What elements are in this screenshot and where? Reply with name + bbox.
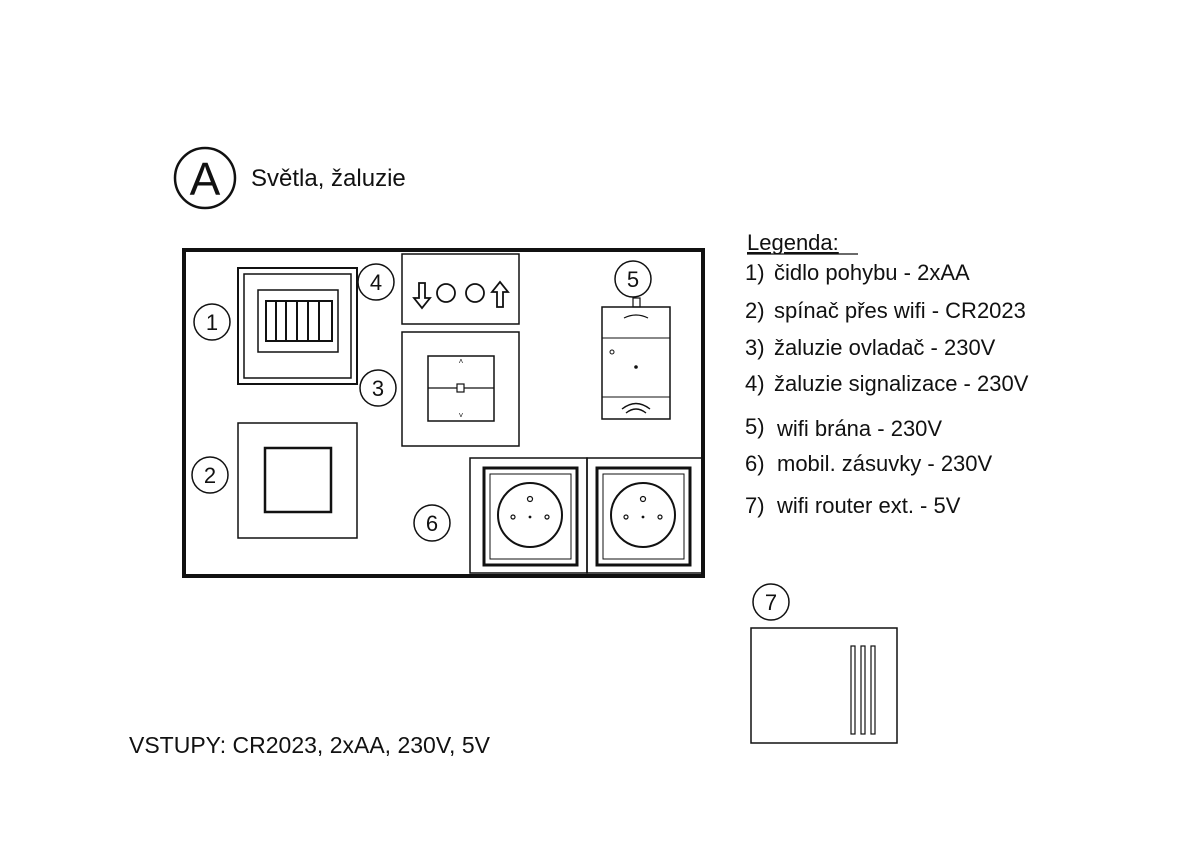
svg-text:˄: ˄	[459, 357, 464, 366]
blinds-signal-panel	[401, 253, 520, 325]
inputs-summary: VSTUPY: CR2023, 2xAA, 230V, 5V	[129, 732, 491, 758]
legend-item: 7) wifi router ext. - 5V	[745, 493, 961, 518]
svg-text:spínač přes wifi - CR2023: spínač přes wifi - CR2023	[774, 298, 1026, 323]
router-icon	[850, 645, 876, 735]
callout-5: 5	[614, 260, 652, 298]
svg-text:1): 1)	[745, 260, 765, 285]
legend-item: 3) žaluzie ovladač - 230V	[745, 335, 996, 360]
section-title: Světla, žaluzie	[251, 165, 406, 192]
panel-frame	[182, 248, 705, 578]
legend-item: 5) wifi brána - 230V	[745, 414, 942, 441]
blinds-controller: ˄ ˅	[401, 331, 520, 447]
callout-1: 1	[193, 303, 231, 341]
section-badge-letter: A	[190, 153, 221, 205]
circle-icon	[465, 283, 485, 303]
legend-item: 4) žaluzie signalizace - 230V	[745, 371, 1029, 396]
socket-left	[469, 457, 588, 574]
svg-text:5): 5)	[745, 414, 765, 439]
down-arrow-icon	[412, 282, 432, 310]
svg-text:mobil. zásuvky - 230V: mobil. zásuvky - 230V	[777, 451, 993, 476]
section-badge-circle	[173, 146, 237, 210]
svg-text:žaluzie signalizace - 230V: žaluzie signalizace - 230V	[774, 371, 1029, 396]
svg-text:4: 4	[370, 270, 382, 295]
legend-item: 1) čidlo pohybu - 2xAA	[745, 260, 970, 285]
wifi-icon	[621, 402, 651, 414]
callout-4: 4	[357, 263, 395, 301]
callout-7: 7	[752, 583, 790, 621]
svg-text:čidlo pohybu - 2xAA: čidlo pohybu - 2xAA	[774, 260, 970, 285]
svg-text:7: 7	[765, 590, 777, 615]
legend-item: 6) mobil. zásuvky - 230V	[745, 451, 993, 476]
motion-sensor	[237, 267, 358, 385]
svg-text:5: 5	[627, 267, 639, 292]
svg-text:2): 2)	[745, 298, 765, 323]
callout-2: 2	[191, 456, 229, 494]
svg-text:6: 6	[426, 511, 438, 536]
callout-3: 3	[359, 369, 397, 407]
wifi-router	[750, 627, 898, 744]
svg-text:6): 6)	[745, 451, 765, 476]
svg-text:7): 7)	[745, 493, 765, 518]
wifi-gateway	[601, 297, 671, 420]
legend: Legenda: 1) čidlo pohybu - 2xAA 2) spína…	[745, 230, 1029, 518]
circle-icon	[436, 283, 456, 303]
section-header: A Světla, žaluzie	[173, 146, 406, 210]
svg-text:3): 3)	[745, 335, 765, 360]
legend-item: 2) spínač přes wifi - CR2023	[745, 298, 1026, 323]
svg-text:2: 2	[204, 463, 216, 488]
svg-text:4): 4)	[745, 371, 765, 396]
svg-text:˅: ˅	[459, 411, 464, 420]
svg-text:3: 3	[372, 376, 384, 401]
callout-6: 6	[413, 504, 451, 542]
legend-title: Legenda:	[747, 230, 839, 255]
svg-text:wifi brána - 230V: wifi brána - 230V	[776, 416, 942, 441]
svg-text:žaluzie ovladač - 230V: žaluzie ovladač - 230V	[774, 335, 996, 360]
socket-right	[586, 457, 704, 574]
wifi-switch	[237, 422, 358, 539]
up-arrow-icon	[490, 280, 510, 308]
svg-text:1: 1	[206, 310, 218, 335]
svg-text:wifi router ext. - 5V: wifi router ext. - 5V	[776, 493, 961, 518]
